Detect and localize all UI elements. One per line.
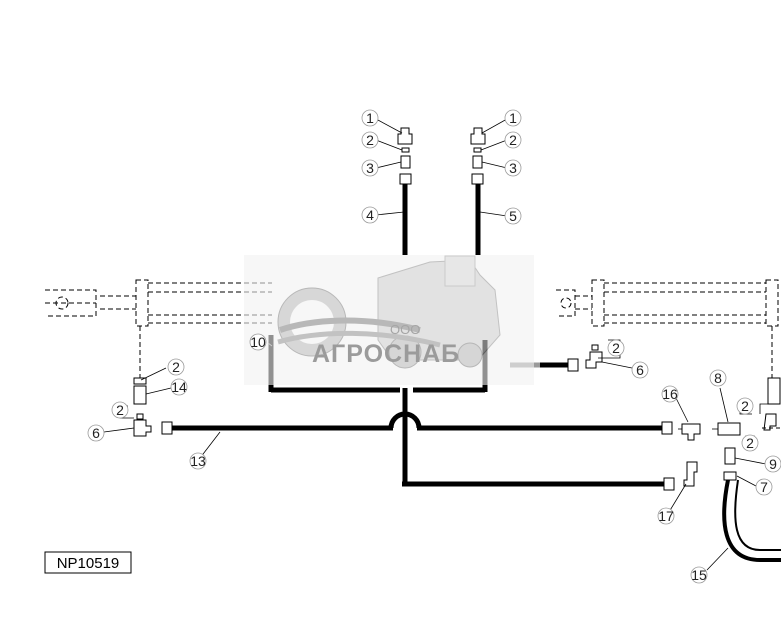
callout-number: 13 bbox=[190, 453, 206, 469]
gear-logo bbox=[277, 287, 441, 357]
callout-c2-right: 2 bbox=[504, 131, 522, 149]
watermark-prefix: ООО bbox=[390, 322, 420, 337]
diagram-code: NP10519 bbox=[57, 555, 120, 572]
callout-number: 2 bbox=[741, 398, 749, 414]
central-hose-network bbox=[161, 388, 675, 491]
fitting-16 bbox=[678, 423, 701, 441]
callout-circle bbox=[504, 207, 522, 225]
fitting-17 bbox=[683, 461, 698, 487]
callout-c2-mid: 2 bbox=[607, 339, 625, 357]
callout-circle bbox=[504, 109, 522, 127]
callout-circle bbox=[504, 159, 522, 177]
callout-circle bbox=[657, 507, 675, 525]
callout-number: 5 bbox=[509, 208, 517, 224]
callout-c10: 10 bbox=[249, 333, 267, 351]
callout-number: 2 bbox=[366, 132, 374, 148]
callout-c9: 9 bbox=[764, 455, 781, 473]
callout-number: 3 bbox=[366, 160, 374, 176]
right-cylinder bbox=[556, 279, 779, 378]
hose-5-assembly bbox=[470, 127, 486, 255]
callout-circle bbox=[249, 333, 267, 351]
callout-number: 1 bbox=[509, 110, 517, 126]
callout-number: 6 bbox=[636, 362, 644, 378]
callout-circle bbox=[361, 206, 379, 224]
callout-number: 7 bbox=[760, 479, 768, 495]
callout-c6-mid: 6 bbox=[631, 361, 649, 379]
callout-number: 16 bbox=[662, 386, 678, 402]
callout-circle bbox=[361, 159, 379, 177]
callout-circle bbox=[167, 358, 185, 376]
callout-number: 8 bbox=[714, 370, 722, 386]
callout-circle bbox=[764, 455, 781, 473]
callout-c5: 5 bbox=[504, 207, 522, 225]
callout-circle bbox=[504, 131, 522, 149]
callout-c4: 4 bbox=[361, 206, 379, 224]
callout-c2-lc-a: 2 bbox=[167, 358, 185, 376]
callout-circle bbox=[741, 434, 759, 452]
callout-c16: 16 bbox=[661, 385, 679, 403]
callout-c2-left: 2 bbox=[361, 131, 379, 149]
callout-number: 2 bbox=[172, 359, 180, 375]
callout-c13: 13 bbox=[189, 452, 207, 470]
callout-circle bbox=[189, 452, 207, 470]
callout-circle bbox=[87, 424, 105, 442]
callout-c17: 17 bbox=[657, 507, 675, 525]
callout-c6-left: 6 bbox=[87, 424, 105, 442]
agrosnab-watermark: ООО АГРОСНАБ bbox=[244, 255, 534, 385]
callout-number: 1 bbox=[366, 110, 374, 126]
callout-c1-left: 1 bbox=[361, 109, 379, 127]
callout-c8: 8 bbox=[709, 369, 727, 387]
combine-harvester-logo bbox=[377, 255, 501, 369]
right-fittings bbox=[712, 377, 781, 562]
callout-c3-left: 3 bbox=[361, 159, 379, 177]
callout-number: 3 bbox=[509, 160, 517, 176]
callout-circle bbox=[690, 566, 708, 584]
callout-circle bbox=[111, 401, 129, 419]
diagram-code-box: NP10519 bbox=[44, 551, 132, 574]
callout-number: 9 bbox=[769, 456, 777, 472]
callout-c15: 15 bbox=[690, 566, 708, 584]
callout-c1-right: 1 bbox=[504, 109, 522, 127]
callout-number: 2 bbox=[612, 340, 620, 356]
callout-circle bbox=[661, 385, 679, 403]
mid-fittings bbox=[585, 344, 603, 369]
callout-number: 10 bbox=[250, 334, 266, 350]
callout-circle bbox=[361, 109, 379, 127]
callout-number: 4 bbox=[366, 207, 374, 223]
callout-number: 14 bbox=[171, 379, 187, 395]
callout-number: 2 bbox=[509, 132, 517, 148]
callout-circle bbox=[736, 397, 754, 415]
callout-number: 15 bbox=[691, 567, 707, 583]
left-cylinder bbox=[45, 279, 272, 378]
callout-circle bbox=[709, 369, 727, 387]
callout-circle bbox=[170, 378, 188, 396]
callout-number: 17 bbox=[658, 508, 674, 524]
callout-c2-r-b: 2 bbox=[741, 434, 759, 452]
callout-c2-r-a: 2 bbox=[736, 397, 754, 415]
callout-c2-lc-b: 2 bbox=[111, 401, 129, 419]
callout-number: 6 bbox=[92, 425, 100, 441]
callout-number: 2 bbox=[116, 402, 124, 418]
callout-circle bbox=[755, 478, 773, 496]
callout-c3-right: 3 bbox=[504, 159, 522, 177]
watermark-brand: АГРОСНАБ bbox=[312, 340, 460, 368]
callout-circle bbox=[361, 131, 379, 149]
leader-lines bbox=[103, 118, 768, 571]
hose-4-assembly bbox=[397, 127, 413, 255]
left-fittings bbox=[133, 377, 152, 437]
callout-c7: 7 bbox=[755, 478, 773, 496]
callout-circle bbox=[631, 361, 649, 379]
callout-c14: 14 bbox=[170, 378, 188, 396]
callout-circle bbox=[607, 339, 625, 357]
callout-number: 2 bbox=[746, 435, 754, 451]
